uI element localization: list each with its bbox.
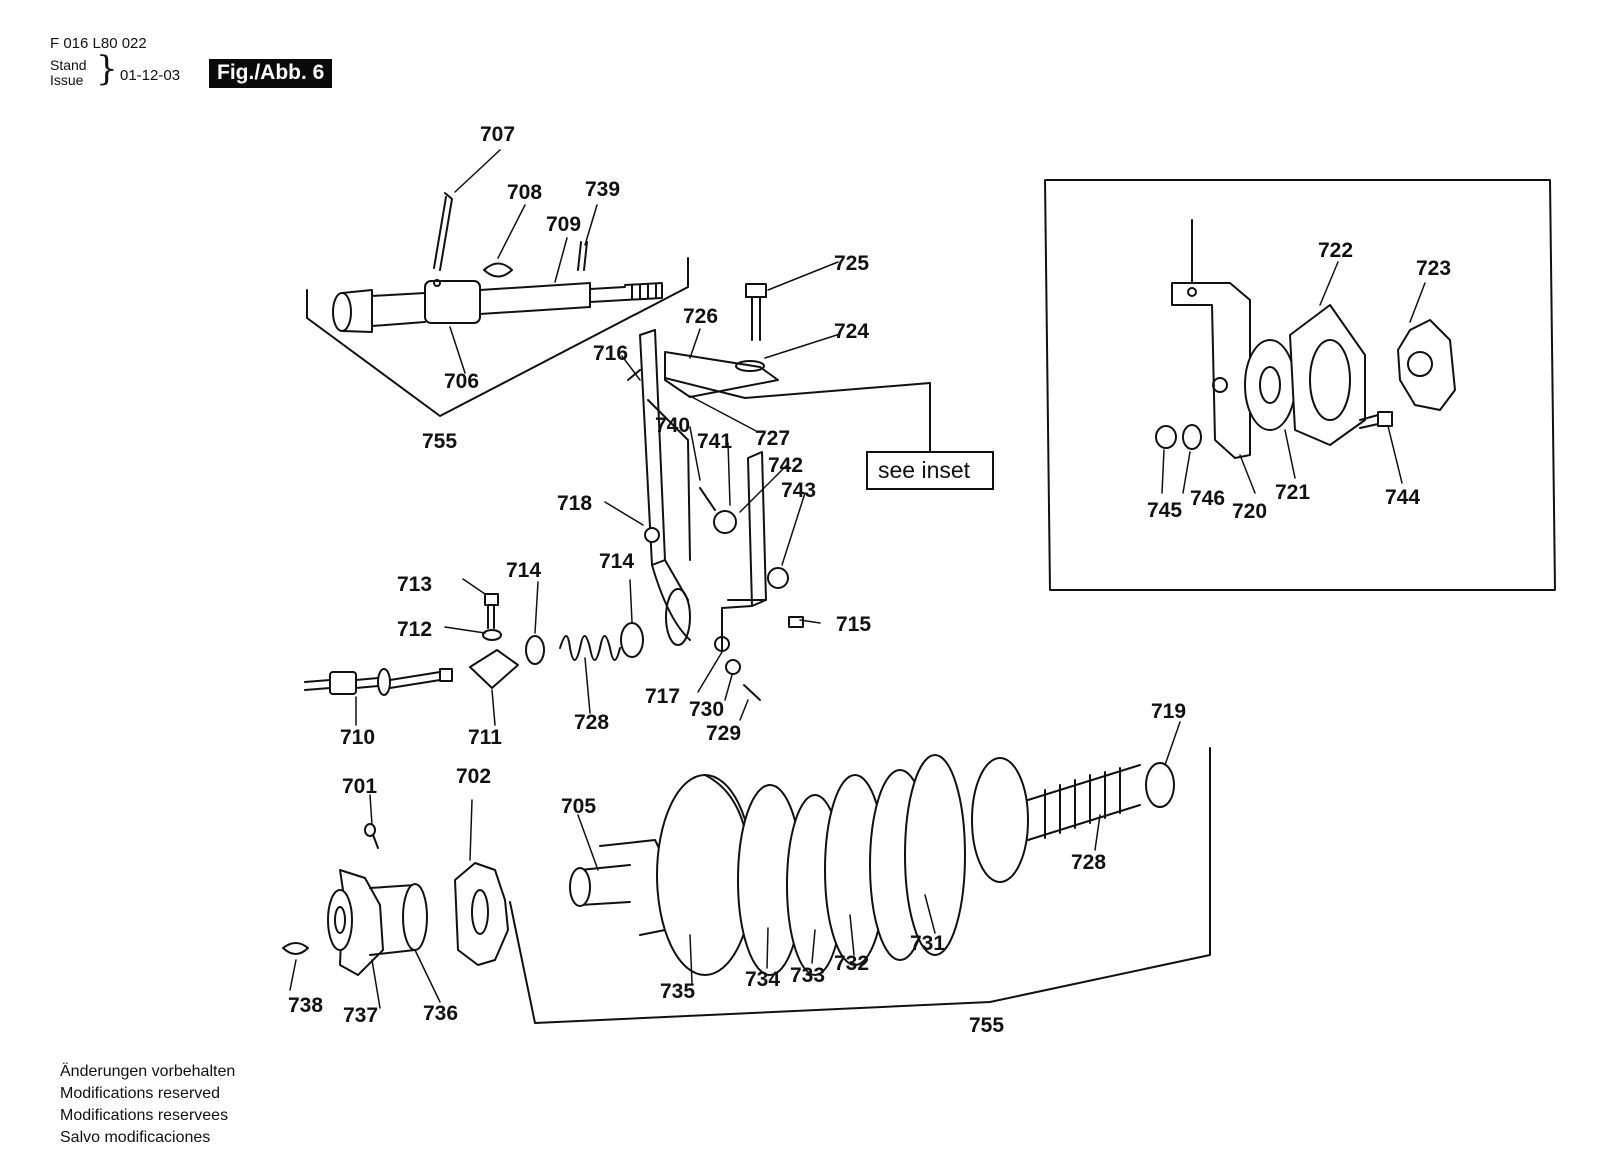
inset-frame xyxy=(1044,179,1556,591)
part-label-743: 743 xyxy=(781,479,816,502)
part-label-755-bottom: 755 xyxy=(969,1014,1004,1037)
part-label-724: 724 xyxy=(834,320,869,343)
part-label-713: 713 xyxy=(397,573,432,596)
notice-french: Modifications reservees xyxy=(60,1107,229,1124)
part-label-715: 715 xyxy=(836,613,871,636)
part-label-702: 702 xyxy=(456,765,491,788)
leader-lines xyxy=(289,149,1426,1009)
part-label-727: 727 xyxy=(755,427,790,450)
part-label-736: 736 xyxy=(423,1002,458,1025)
part-label-708: 708 xyxy=(507,181,542,204)
part-label-705: 705 xyxy=(561,795,596,818)
brace-glyph: } xyxy=(96,49,118,89)
stand-label: Stand xyxy=(50,57,87,73)
part-label-738: 738 xyxy=(288,994,323,1017)
notice-german: Änderungen vorbehalten xyxy=(60,1063,236,1080)
part-label-721: 721 xyxy=(1275,481,1310,504)
part-label-710: 710 xyxy=(340,726,375,749)
part-label-729: 729 xyxy=(706,722,741,745)
part-label-714-right: 714 xyxy=(599,550,634,573)
part-label-720: 720 xyxy=(1232,500,1267,523)
part-label-725: 725 xyxy=(834,252,869,275)
shaft-assembly-drawing xyxy=(306,192,689,417)
bracket-755-top xyxy=(306,257,689,417)
issue-date: 01-12-03 xyxy=(120,67,181,84)
part-label-722: 722 xyxy=(1318,239,1353,262)
part-label-701: 701 xyxy=(342,775,377,798)
part-label-730: 730 xyxy=(689,698,724,721)
notice-spanish: Salvo modificaciones xyxy=(60,1129,211,1146)
figure-label: Fig./Abb. 6 xyxy=(209,59,333,88)
part-label-726: 726 xyxy=(683,305,718,328)
part-label-732: 732 xyxy=(834,952,869,975)
part-label-718: 718 xyxy=(557,492,592,515)
part-label-728-top: 728 xyxy=(574,711,609,734)
part-label-734: 734 xyxy=(745,968,780,991)
lever-assembly-drawing xyxy=(627,283,931,701)
part-label-707: 707 xyxy=(480,123,515,146)
part-label-735: 735 xyxy=(660,980,695,1003)
part-label-723: 723 xyxy=(1416,257,1451,280)
part-label-711: 711 xyxy=(468,726,502,749)
stand-issue-labels: Stand Issue xyxy=(50,58,87,88)
part-label-741: 741 xyxy=(697,430,732,453)
issue-label: Issue xyxy=(50,72,84,88)
part-label-744: 744 xyxy=(1385,486,1420,509)
part-label-755-top: 755 xyxy=(422,430,457,453)
clutch-assembly-drawing xyxy=(282,747,1211,1024)
part-label-731: 731 xyxy=(910,932,945,955)
cable-spring-drawing xyxy=(304,593,644,696)
part-label-717: 717 xyxy=(645,685,680,708)
inset-drawing xyxy=(1044,179,1556,591)
part-number-labels: 707 708 739 709 706 755 725 726 724 716 … xyxy=(288,123,1451,1037)
document-number: F 016 L80 022 xyxy=(50,35,147,52)
part-label-737: 737 xyxy=(343,1004,378,1027)
part-label-739: 739 xyxy=(585,178,620,201)
part-label-728-bottom: 728 xyxy=(1071,851,1106,874)
part-label-716: 716 xyxy=(593,342,628,365)
notice-english: Modifications reserved xyxy=(60,1085,221,1102)
part-label-733: 733 xyxy=(790,964,825,987)
part-label-746: 746 xyxy=(1190,487,1225,510)
cotter-pin-707 xyxy=(433,192,453,271)
modifications-notice: Änderungen vorbehalten Modifications res… xyxy=(60,1061,235,1149)
part-label-714-left: 714 xyxy=(506,559,541,582)
part-label-740: 740 xyxy=(655,414,690,437)
key-708 xyxy=(483,262,513,278)
part-label-719: 719 xyxy=(1151,700,1186,723)
part-label-742: 742 xyxy=(768,454,803,477)
see-inset-box xyxy=(866,451,994,490)
bracket-755-bottom xyxy=(509,747,1211,1024)
part-label-712: 712 xyxy=(397,618,432,641)
part-label-706: 706 xyxy=(444,370,479,393)
pin-739 xyxy=(577,241,588,271)
see-inset-label: see inset xyxy=(878,457,971,483)
part-label-745: 745 xyxy=(1147,499,1182,522)
inset-leader xyxy=(664,377,931,453)
part-label-709: 709 xyxy=(546,213,581,236)
